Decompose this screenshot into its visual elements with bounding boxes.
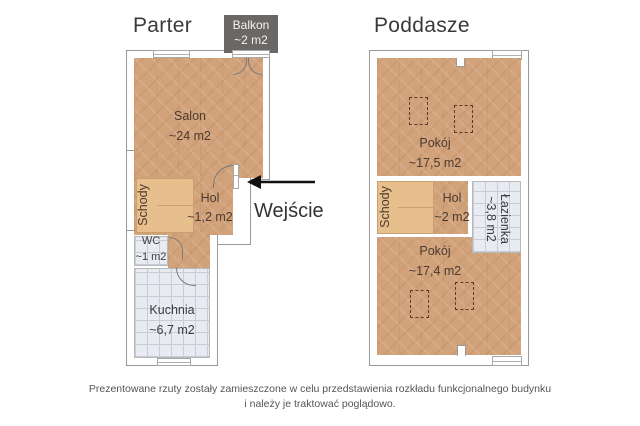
window-balcony-door (232, 50, 270, 58)
disclaimer-caption: Prezentowane rzuty zostały zamieszczone … (0, 382, 640, 412)
balcony-box: Balkon ~2 m2 (224, 15, 278, 53)
label-schody-poddasze: Schody (377, 186, 392, 228)
label-pokoj-upper: Pokój ~17,5 m2 (395, 135, 475, 172)
room-name-pokoj-lower: Pokój (419, 244, 451, 258)
room-name-salon: Salon (174, 109, 206, 123)
room-area-hol-parter: ~1,2 m2 (187, 210, 233, 224)
label-hol-parter: Hol ~1,2 m2 (180, 190, 240, 226)
entry-door-frame (233, 164, 239, 189)
balcony-area: ~2 m2 (234, 33, 268, 47)
room-area-pokoj-upper: ~17,5 m2 (408, 156, 462, 170)
skylight-3 (410, 290, 429, 318)
arrow-left-icon (247, 175, 315, 189)
label-lazienka: Łazienka ~3,8 m2 (484, 189, 512, 249)
stairs-parter (136, 178, 194, 233)
skylight-2 (454, 105, 473, 133)
room-name-pokoj-upper: Pokój (419, 136, 451, 150)
room-name-lazienka: Łazienka (498, 193, 512, 245)
room-wc (134, 236, 168, 266)
room-area-kuchnia: ~6,7 m2 (149, 323, 195, 337)
stairs-poddasze (377, 181, 434, 234)
room-pokoj-lower (377, 237, 521, 355)
skylight-4 (455, 282, 474, 310)
balcony-name: Balkon (232, 18, 270, 32)
skylight-1 (409, 97, 428, 125)
window-salon (153, 50, 190, 58)
caption-line-2: i należy je traktować poglądowo. (244, 398, 396, 410)
floor-title-poddasze: Poddasze (374, 14, 470, 37)
label-kuchnia: Kuchnia ~6,7 m2 (132, 302, 212, 339)
room-pokoj-upper (377, 58, 521, 176)
label-salon: Salon ~24 m2 (150, 108, 230, 145)
room-area-pokoj-lower: ~17,4 m2 (408, 264, 462, 278)
room-name-kuchnia: Kuchnia (149, 303, 195, 317)
chimney-notch-top (456, 58, 465, 67)
room-area-hol-poddasze: ~2 m2 (434, 210, 470, 224)
room-name-hol-poddasze: Hol (442, 191, 462, 205)
room-area-wc: ~1 m2 (135, 251, 167, 263)
label-schody-parter: Schody (135, 184, 150, 226)
label-pokoj-lower: Pokój ~17,4 m2 (395, 243, 475, 280)
room-name-wc: WC (141, 235, 161, 247)
room-lazienka-overlap (472, 236, 521, 253)
label-wc: WC ~1 m2 (131, 234, 171, 264)
room-kuchnia (134, 268, 210, 358)
floor-title-parter: Parter (133, 14, 192, 37)
room-area-salon: ~24 m2 (168, 129, 212, 143)
window-kuchnia (157, 358, 191, 366)
caption-line-1: Prezentowane rzuty zostały zamieszczone … (88, 383, 552, 395)
room-name-hol-parter: Hol (200, 191, 220, 205)
chimney-notch-bottom (457, 345, 466, 356)
room-area-lazienka: ~3,8 m2 (484, 196, 498, 242)
entrance-label: Wejście (254, 200, 324, 222)
label-hol-poddasze: Hol ~2 m2 (427, 190, 477, 226)
window-bottom-poddasze (492, 356, 522, 366)
